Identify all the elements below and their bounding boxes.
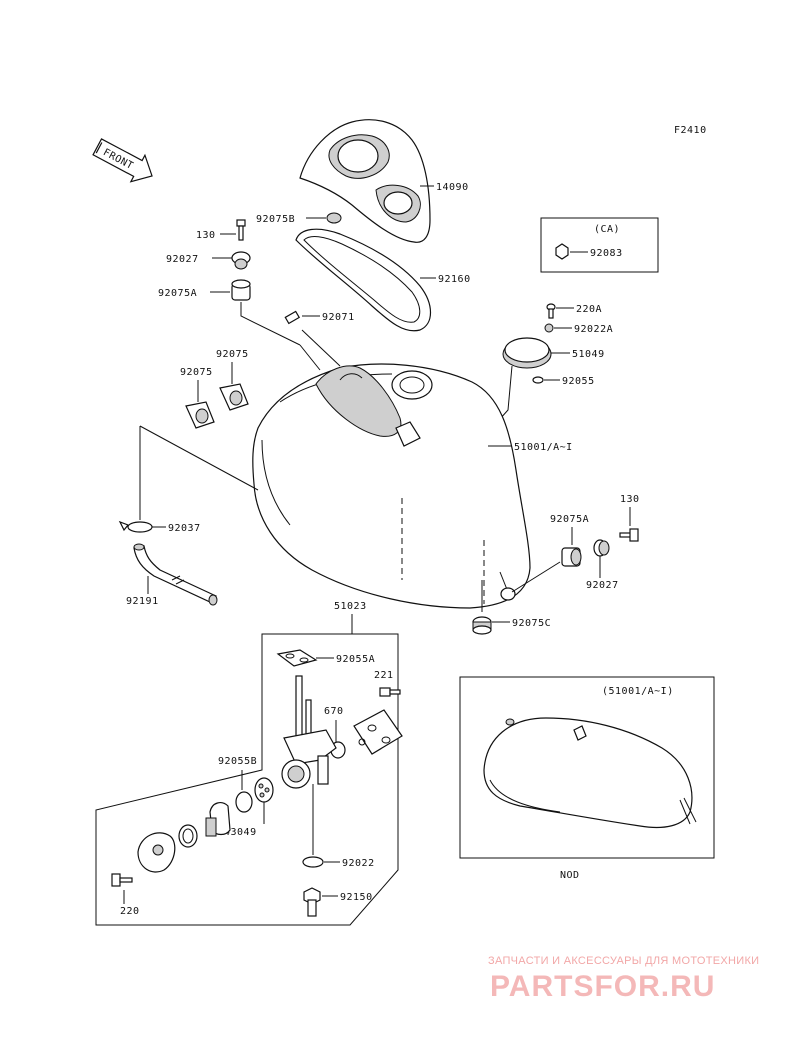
label-92022A: 92022A	[574, 324, 613, 335]
model-label: (51001/A~I)	[602, 686, 674, 697]
damper-92075A-top	[231, 279, 251, 301]
label-92191: 92191	[126, 596, 159, 607]
nut-92083	[555, 243, 569, 260]
label-130-top: 130	[196, 230, 216, 241]
label-92075A-top: 92075A	[158, 288, 197, 299]
screw-221	[379, 687, 401, 697]
screw-220A	[546, 303, 556, 319]
lever	[205, 802, 231, 837]
grommet-92075C	[472, 616, 492, 635]
label-92027-top: 92027	[166, 254, 199, 265]
label-92075-right: 92075	[216, 349, 249, 360]
washer-92022	[302, 856, 324, 868]
label-92037: 92037	[168, 523, 201, 534]
bolt-130-top	[236, 219, 246, 241]
meter-cover	[299, 119, 431, 243]
hose-92191	[133, 543, 218, 606]
label-92075-left: 92075	[180, 367, 213, 378]
label-92055B: 92055B	[218, 756, 257, 767]
model-caption: NOD	[560, 870, 580, 881]
ca-box: (CA) 92083	[540, 217, 659, 273]
label-92160: 92160	[438, 274, 471, 285]
packing-43049	[254, 777, 274, 803]
clip-92071	[284, 310, 301, 325]
fuel-cock-body	[281, 675, 337, 789]
bolt-130-right	[619, 528, 639, 542]
fuel-tank-51001	[252, 363, 531, 609]
collar-92027-right	[593, 539, 610, 557]
oring-92055B	[235, 791, 253, 813]
label-220: 220	[120, 906, 140, 917]
label-92075B: 92075B	[256, 214, 295, 225]
label-92150: 92150	[340, 892, 373, 903]
damper-92075A-right	[561, 547, 582, 567]
front-arrow-icon: FRONT	[92, 138, 153, 183]
label-92055A: 92055A	[336, 654, 375, 665]
clamp-92037	[118, 520, 153, 533]
lever-plate	[137, 832, 176, 873]
fuel-cock-cover	[353, 709, 403, 755]
ring-seal	[178, 824, 198, 848]
bolt-92150	[303, 887, 321, 917]
gasket-92160	[295, 228, 432, 332]
damper-92075-right	[219, 383, 249, 411]
label-92083: 92083	[590, 248, 623, 259]
damper-92075-left	[185, 401, 215, 429]
washer-92022A	[544, 323, 554, 333]
label-51001: 51001/A~I	[514, 442, 573, 453]
label-51049: 51049	[572, 349, 605, 360]
label-51023: 51023	[334, 601, 367, 612]
label-220A: 220A	[576, 304, 602, 315]
gasket-92055A	[276, 649, 318, 667]
label-130-right: 130	[620, 494, 640, 505]
grommet-92075B	[326, 212, 342, 224]
label-92027-right: 92027	[586, 580, 619, 591]
diagram-code: F2410	[674, 125, 707, 136]
label-92022: 92022	[342, 858, 375, 869]
label-221: 221	[374, 670, 394, 681]
model-inset: (51001/A~I)	[459, 676, 715, 859]
watermark-tagline: ЗАПЧАСТИ И АКСЕССУАРЫ ДЛЯ МОТОТЕХНИКИ	[488, 955, 759, 967]
ca-label: (CA)	[594, 224, 620, 235]
label-92055: 92055	[562, 376, 595, 387]
watermark-logo: PARTSFOR.RU	[490, 970, 715, 1003]
label-14090: 14090	[436, 182, 469, 193]
label-92075A-right: 92075A	[550, 514, 589, 525]
label-92075C: 92075C	[512, 618, 551, 629]
label-92071: 92071	[322, 312, 355, 323]
screw-220	[111, 873, 133, 887]
oring-92055	[532, 376, 544, 384]
label-43049: 43049	[224, 827, 257, 838]
cap-51049	[502, 337, 552, 369]
label-670: 670	[324, 706, 344, 717]
